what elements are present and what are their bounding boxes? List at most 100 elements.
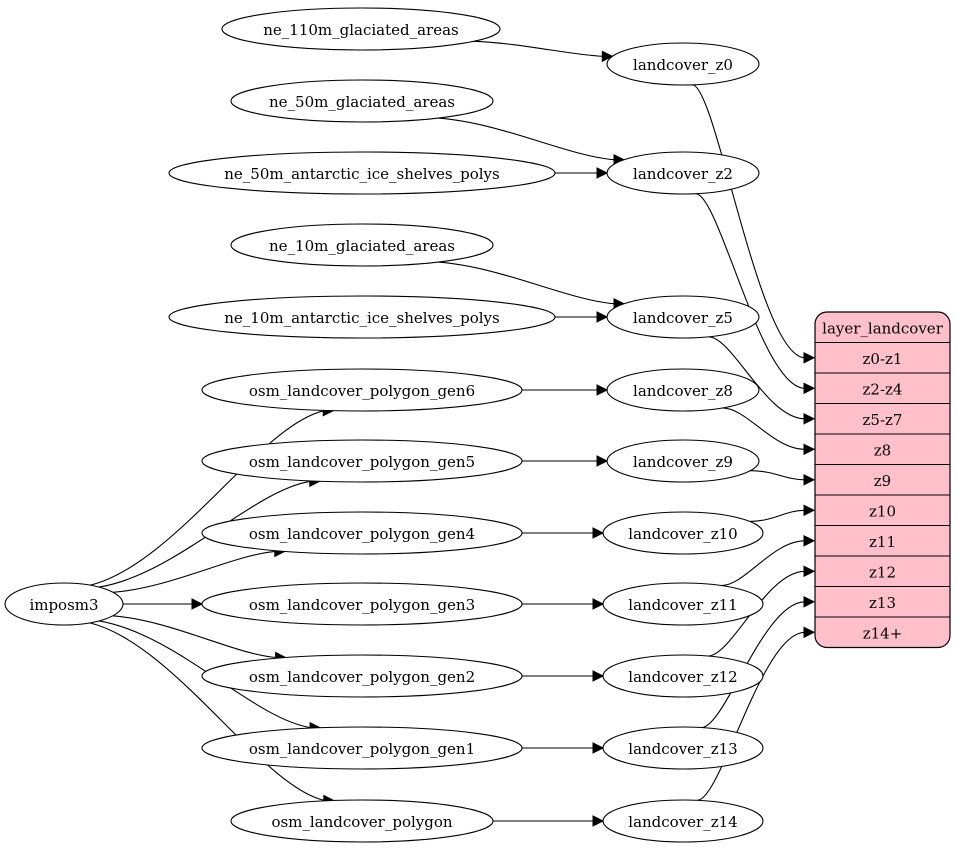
arrowhead xyxy=(191,598,204,610)
node-ne_50m_glaciated_areas[interactable]: ne_50m_glaciated_areas xyxy=(230,79,494,123)
table-row-z14+[interactable]: z14+ xyxy=(863,624,903,642)
edge-imposm3-to-osm_landcover_polygon_gen4 xyxy=(112,550,276,593)
node-shape xyxy=(602,799,764,843)
node-shape xyxy=(230,799,494,843)
table-row-z9[interactable]: z9 xyxy=(874,472,891,490)
arrowhead xyxy=(803,443,816,456)
node-label: landcover_z14 xyxy=(628,813,737,831)
node-landcover_z13[interactable]: landcover_z13 xyxy=(602,726,764,770)
arrowhead xyxy=(596,311,609,323)
node-label: landcover_z10 xyxy=(628,525,737,543)
node-label: osm_landcover_polygon_gen1 xyxy=(249,740,475,758)
node-label: landcover_z12 xyxy=(628,668,737,686)
edge-landcover_z2-to-z2-z4 xyxy=(695,193,806,389)
node-label: landcover_z11 xyxy=(628,596,737,614)
edge-landcover_z8-to-z8 xyxy=(722,407,806,450)
node-label: ne_50m_glaciated_areas xyxy=(269,93,455,111)
arrowhead xyxy=(803,565,816,578)
table-row-z13[interactable]: z13 xyxy=(869,594,896,612)
node-landcover_z8[interactable]: landcover_z8 xyxy=(606,368,760,412)
node-landcover_z11[interactable]: landcover_z11 xyxy=(602,582,764,626)
edge-landcover_z10-to-z10 xyxy=(749,509,806,522)
edge-imposm3-to-osm_landcover_polygon_gen2 xyxy=(112,615,277,659)
edge-landcover_z0-to-z0-z1 xyxy=(692,84,806,359)
node-landcover_z5[interactable]: landcover_z5 xyxy=(606,295,760,339)
arrowhead xyxy=(592,527,605,539)
node-osm_landcover_polygon_gen1[interactable]: osm_landcover_polygon_gen1 xyxy=(201,726,523,770)
node-imposm3[interactable]: imposm3 xyxy=(4,582,124,626)
node-osm_landcover_polygon_gen4[interactable]: osm_landcover_polygon_gen4 xyxy=(201,511,523,555)
node-shape xyxy=(201,511,523,555)
node-osm_landcover_polygon[interactable]: osm_landcover_polygon xyxy=(230,799,494,843)
node-label: ne_10m_antarctic_ice_shelves_polys xyxy=(224,309,499,327)
node-shape xyxy=(201,368,523,412)
table-row-z10[interactable]: z10 xyxy=(869,502,896,520)
node-shape xyxy=(201,439,523,483)
table-row-z11[interactable]: z11 xyxy=(869,533,896,551)
arrowhead xyxy=(803,382,816,395)
node-ne_10m_antarctic_ice_shelves_polys[interactable]: ne_10m_antarctic_ice_shelves_polys xyxy=(168,295,556,339)
node-shape xyxy=(602,726,764,770)
node-label: imposm3 xyxy=(29,596,98,614)
table-row-z0-z1[interactable]: z0-z1 xyxy=(863,350,903,368)
node-shape xyxy=(168,151,556,195)
node-osm_landcover_polygon_gen3[interactable]: osm_landcover_polygon_gen3 xyxy=(201,582,523,626)
arrowhead xyxy=(803,626,816,639)
node-label: landcover_z8 xyxy=(633,382,733,400)
node-osm_landcover_polygon_gen5[interactable]: osm_landcover_polygon_gen5 xyxy=(201,439,523,483)
arrowhead xyxy=(596,384,609,396)
arrowhead xyxy=(596,455,609,467)
arrowhead xyxy=(596,167,609,179)
edge-landcover_z14-to-z14+ xyxy=(697,631,806,801)
node-shape xyxy=(4,582,124,626)
node-label: landcover_z9 xyxy=(633,453,733,471)
node-ne_110m_glaciated_areas[interactable]: ne_110m_glaciated_areas xyxy=(221,7,501,51)
node-label: landcover_z13 xyxy=(628,740,737,758)
node-osm_landcover_polygon_gen2[interactable]: osm_landcover_polygon_gen2 xyxy=(201,654,523,698)
node-landcover_z14[interactable]: landcover_z14 xyxy=(602,799,764,843)
node-label: ne_10m_glaciated_areas xyxy=(269,237,455,255)
node-label: osm_landcover_polygon xyxy=(271,813,452,831)
table-row-z8[interactable]: z8 xyxy=(874,441,891,459)
edge-ne_50m_glaciated_areas-to-landcover_z2 xyxy=(438,117,616,161)
table-row-z5-z7[interactable]: z5-z7 xyxy=(863,411,903,429)
node-label: osm_landcover_polygon_gen6 xyxy=(249,382,475,400)
table-layer-landcover: layer_landcover z0-z1 z2-z4 z5-z7 z8 z9 z10 z11… xyxy=(814,311,951,649)
arrowhead xyxy=(592,742,605,754)
nodes-layer: imposm3 ne_110m_glaciated_areas ne_50m_gla… xyxy=(4,7,764,843)
node-landcover_z0[interactable]: landcover_z0 xyxy=(606,42,760,86)
table-header-label: layer_landcover xyxy=(822,319,944,337)
arrowhead xyxy=(803,504,816,517)
node-shape xyxy=(221,7,501,51)
node-landcover_z12[interactable]: landcover_z12 xyxy=(602,654,764,698)
node-landcover_z10[interactable]: landcover_z10 xyxy=(602,511,764,555)
node-osm_landcover_polygon_gen6[interactable]: osm_landcover_polygon_gen6 xyxy=(201,368,523,412)
node-ne_50m_antarctic_ice_shelves_polys[interactable]: ne_50m_antarctic_ice_shelves_polys xyxy=(168,151,556,195)
table-row-z2-z4[interactable]: z2-z4 xyxy=(863,380,903,398)
node-label: osm_landcover_polygon_gen3 xyxy=(249,596,475,614)
node-shape xyxy=(606,151,760,195)
node-shape xyxy=(201,726,523,770)
table-row-z12[interactable]: z12 xyxy=(869,563,896,581)
arrowhead xyxy=(803,473,816,486)
edge-imposm3-to-osm_landcover_polygon xyxy=(89,622,325,802)
node-landcover_z9[interactable]: landcover_z9 xyxy=(606,439,760,483)
node-landcover_z2[interactable]: landcover_z2 xyxy=(606,151,760,195)
node-shape xyxy=(606,368,760,412)
node-label: ne_110m_glaciated_areas xyxy=(263,21,459,39)
edge-imposm3-to-osm_landcover_polygon_gen6 xyxy=(90,410,325,586)
node-ne_10m_glaciated_areas[interactable]: ne_10m_glaciated_areas xyxy=(230,223,494,267)
node-shape xyxy=(606,42,760,86)
arrowhead xyxy=(803,534,816,547)
node-shape xyxy=(201,582,523,626)
node-shape xyxy=(602,582,764,626)
table-layer_landcover[interactable]: layer_landcover z0-z1 z2-z4 z5-z7 z8 z9 z10 z11… xyxy=(814,311,951,649)
node-shape xyxy=(201,654,523,698)
arrowhead xyxy=(803,351,816,364)
node-shape xyxy=(168,295,556,339)
node-shape xyxy=(606,295,760,339)
node-label: landcover_z0 xyxy=(633,56,733,74)
arrowhead xyxy=(803,412,816,425)
arrowhead xyxy=(803,595,816,608)
